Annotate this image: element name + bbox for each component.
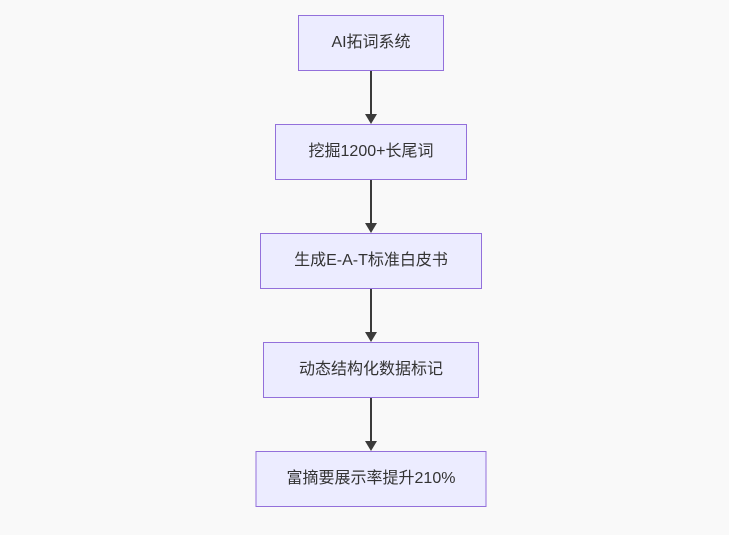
arrowhead-down-icon — [365, 223, 377, 233]
arrowhead-down-icon — [365, 441, 377, 451]
flow-node-label: 动态结构化数据标记 — [298, 361, 443, 379]
flow-node-generate-eat-whitepaper: 生成E-A-T标准白皮书 — [260, 233, 482, 289]
flow-node-ai-word-expansion-system: AI拓词系统 — [298, 15, 444, 71]
arrowhead-down-icon — [365, 332, 377, 342]
flow-node-label: 挖掘1200+长尾词 — [308, 143, 434, 161]
arrowhead-down-icon — [365, 114, 377, 124]
flow-node-label: 生成E-A-T标准白皮书 — [294, 252, 448, 270]
flow-node-rich-snippet-rate-increase: 富摘要展示率提升210% — [255, 451, 487, 507]
edge-arrow-4 — [365, 398, 377, 451]
arrow-line — [370, 398, 372, 441]
flow-node-label: AI拓词系统 — [331, 34, 411, 52]
arrow-line — [370, 71, 372, 114]
edge-arrow-2 — [365, 180, 377, 233]
edge-arrow-1 — [365, 71, 377, 124]
arrow-line — [370, 289, 372, 332]
edge-arrow-3 — [365, 289, 377, 342]
arrow-line — [370, 180, 372, 223]
flow-node-mine-longtail-keywords: 挖掘1200+长尾词 — [275, 124, 467, 180]
flow-node-dynamic-structured-data-markup: 动态结构化数据标记 — [263, 342, 479, 398]
flow-node-label: 富摘要展示率提升210% — [286, 470, 456, 488]
